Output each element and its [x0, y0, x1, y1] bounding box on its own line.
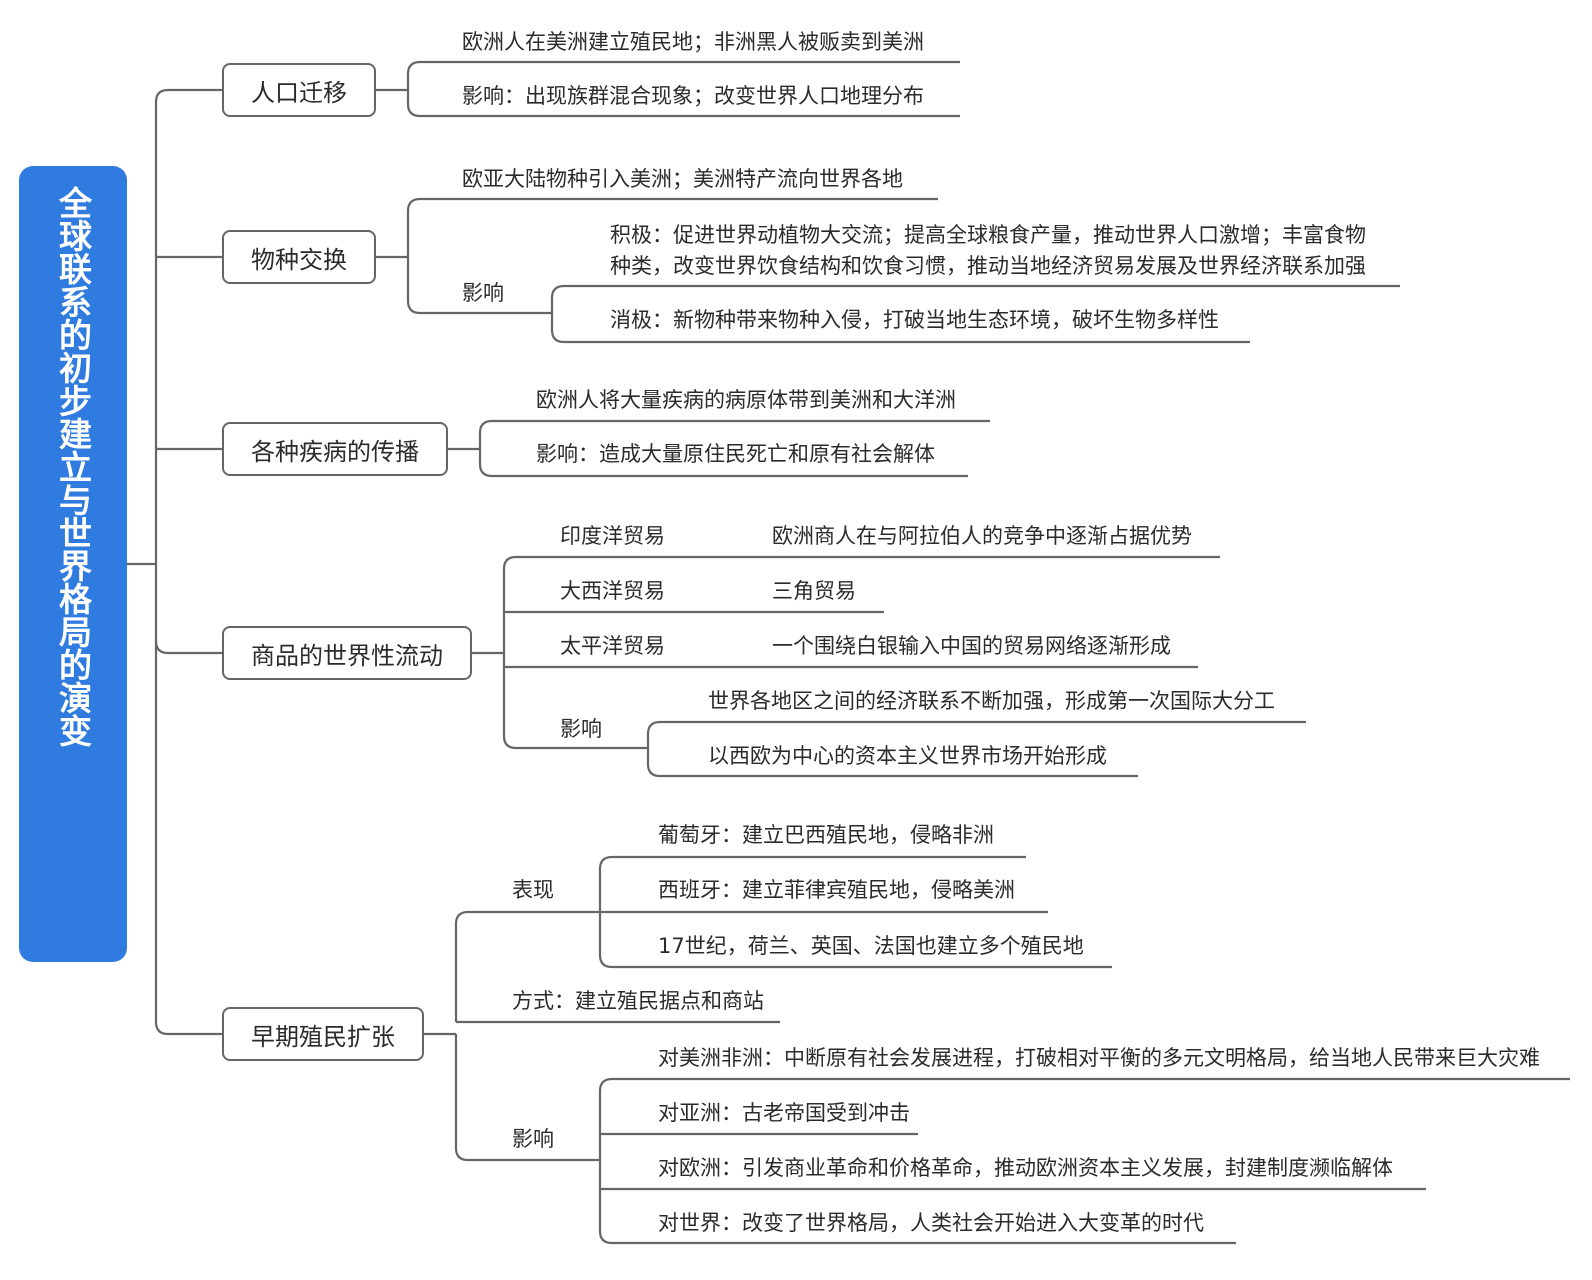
species-negative: 消极：新物种带来物种入侵，打破当地生态环境，破坏生物多样性 [610, 308, 1219, 332]
colonial-spain: 西班牙：建立菲律宾殖民地，侵略美洲 [658, 878, 1015, 902]
trade-atlantic-desc: 三角贸易 [772, 579, 856, 603]
migration-item-1: 欧洲人在美洲建立殖民地；非洲黑人被贩卖到美洲 [462, 30, 924, 54]
trade-atlantic-label: 大西洋贸易 [560, 579, 665, 603]
topic-trade[interactable]: 商品的世界性流动 [222, 626, 472, 680]
trade-indian-label: 印度洋贸易 [560, 524, 665, 548]
trade-impact-label: 影响 [560, 717, 602, 741]
disease-impact: 影响：造成大量原住民死亡和原有社会解体 [536, 442, 935, 466]
species-item-1: 欧亚大陆物种引入美洲；美洲特产流向世界各地 [462, 167, 903, 191]
species-impact-label: 影响 [462, 281, 504, 305]
colonial-manifest-label: 表现 [512, 878, 554, 902]
topic-migration[interactable]: 人口迁移 [222, 63, 376, 117]
disease-item-1: 欧洲人将大量疾病的病原体带到美洲和大洋洲 [536, 388, 956, 412]
colonial-impact-label: 影响 [512, 1127, 554, 1151]
trade-impact-2: 以西欧为中心的资本主义世界市场开始形成 [708, 744, 1107, 768]
topic-colonial[interactable]: 早期殖民扩张 [222, 1007, 424, 1061]
colonial-impact-asia: 对亚洲：古老帝国受到冲击 [658, 1101, 910, 1125]
trade-pacific-desc: 一个围绕白银输入中国的贸易网络逐渐形成 [772, 634, 1171, 658]
topic-species[interactable]: 物种交换 [222, 230, 376, 284]
trade-indian-desc: 欧洲商人在与阿拉伯人的竞争中逐渐占据优势 [772, 524, 1192, 548]
colonial-impact-world: 对世界：改变了世界格局，人类社会开始进入大变革的时代 [658, 1211, 1204, 1235]
migration-impact: 影响：出现族群混合现象；改变世界人口地理分布 [462, 84, 924, 108]
species-positive-line-2: 种类，改变世界饮食结构和饮食习惯，推动当地经济贸易发展及世界经济联系加强 [610, 254, 1366, 278]
topic-disease[interactable]: 各种疾病的传播 [222, 422, 448, 476]
colonial-others: 17世纪，荷兰、英国、法国也建立多个殖民地 [658, 934, 1084, 958]
colonial-method: 方式：建立殖民据点和商站 [512, 989, 764, 1013]
trade-impact-1: 世界各地区之间的经济联系不断加强，形成第一次国际大分工 [708, 689, 1275, 713]
root-node: 全球联系的初步建立与世界格局的演变 [19, 166, 127, 962]
colonial-impact-americas-africa: 对美洲非洲：中断原有社会发展进程，打破相对平衡的多元文明格局，给当地人民带来巨大… [658, 1046, 1540, 1070]
species-positive-line-1: 积极：促进世界动植物大交流；提高全球粮食产量，推动世界人口激增；丰富食物 [610, 223, 1366, 247]
colonial-impact-europe: 对欧洲：引发商业革命和价格革命，推动欧洲资本主义发展，封建制度濒临解体 [658, 1156, 1393, 1180]
root-title: 全球联系的初步建立与世界格局的演变 [53, 186, 93, 747]
trade-pacific-label: 太平洋贸易 [560, 634, 665, 658]
colonial-portugal: 葡萄牙：建立巴西殖民地，侵略非洲 [658, 823, 994, 847]
